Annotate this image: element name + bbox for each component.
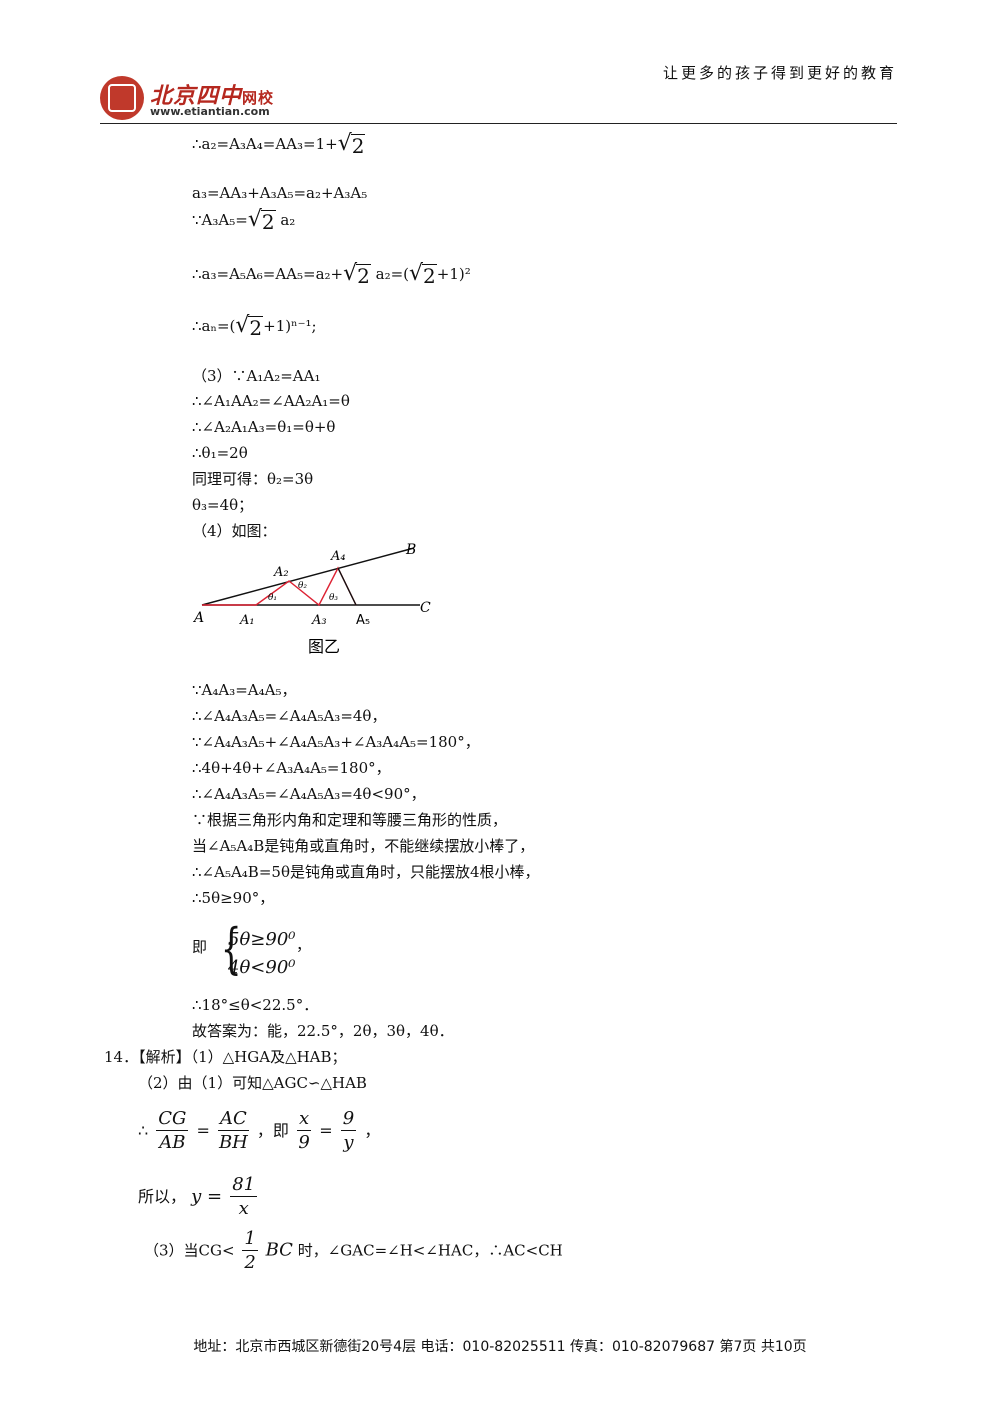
label-a5: A₅ xyxy=(356,613,370,628)
line-17: ∴∠A₄A₃A₅=∠A₄A₅A₃=4θ<90°， xyxy=(192,785,426,803)
line-13: ∵A₄A₃=A₄A₅， xyxy=(192,681,297,699)
page-footer: 地址：北京市西城区新德街20号4层 电话：010-82025511 传真：010… xyxy=(193,1339,807,1355)
logo-url: www.etiantian.com xyxy=(150,105,270,118)
label-a4: A₄ xyxy=(330,549,346,564)
logo-seal-icon xyxy=(100,76,144,120)
line-20: ∴∠A₅A₄B=5θ是钝角或直角时，只能摆放4根小棒， xyxy=(192,863,540,881)
label-b: B xyxy=(405,542,416,558)
label-a: A xyxy=(192,610,204,626)
line-15: ∵∠A₄A₃A₅+∠A₄A₅A₃+∠A₃A₄A₅=180°， xyxy=(192,733,480,751)
line-a2: ∴a₂=A₃A₄=AA₃=1+2 xyxy=(192,133,366,157)
line-theta3: θ₃=4θ； xyxy=(192,496,254,514)
label-a3: A₃ xyxy=(311,613,327,628)
line-part4: （4）如图： xyxy=(192,522,277,540)
geometry-figure: A A₁ A₂ A₃ A₄ A₅ B C θ₁ θ₂ θ₃ 图乙 xyxy=(192,542,431,656)
line-part3: （3）∵A₁A₂=AA₁ xyxy=(192,367,321,385)
label-a1: A₁ xyxy=(239,613,255,628)
line-24: 故答案为：能，22.5°，2θ，3θ，4θ． xyxy=(192,1022,454,1040)
label-theta3: θ₃ xyxy=(329,593,338,603)
line-angle-2: ∴∠A₂A₁A₃=θ₁=θ+θ xyxy=(192,418,336,436)
logo: 北京四中网校 www.etiantian.com xyxy=(100,76,300,122)
line-21: ∴5θ≥90°， xyxy=(192,889,275,907)
line-q14-2: （2）由（1）可知△AGC∽△HAB xyxy=(138,1074,367,1092)
line-a3: a₃=AA₃+A₃A₅=a₂+A₃A₅ xyxy=(192,184,368,202)
line-19: 当∠A₅A₄B是钝角或直角时，不能继续摆放小棒了， xyxy=(192,837,535,855)
line-an: ∴aₙ=(2+1)ⁿ⁻¹; xyxy=(192,315,317,339)
line-theta1: ∴θ₁=2θ xyxy=(192,444,248,462)
label-a2: A₂ xyxy=(273,565,289,580)
line-angle-1: ∴∠A₁AA₂=∠AA₂A₁=θ xyxy=(192,392,350,410)
label-theta1: θ₁ xyxy=(268,593,277,603)
logo-name: 北京四中网校 xyxy=(150,84,275,109)
line-a3-expand: ∴a₃=A₅A₆=AA₅=a₂+2 a₂=(2+1)² xyxy=(192,263,471,287)
line-q14: 14．【解析】（1）△HGA及△HAB； xyxy=(104,1048,347,1066)
figure-caption: 图乙 xyxy=(308,637,340,656)
line-16: ∴4θ+4θ+∠A₃A₄A₅=180°， xyxy=(192,759,391,777)
line-theta2: 同理可得：θ₂=3θ xyxy=(192,470,314,488)
slogan: 让更多的孩子得到更好的教育 xyxy=(662,64,897,82)
system-row-2: 4θ<90⁰ xyxy=(228,957,296,978)
line-14: ∴∠A₄A₃A₅=∠A₄A₅A₃=4θ， xyxy=(192,707,387,725)
label-theta2: θ₂ xyxy=(298,581,307,591)
line-a3a5: ∵A₃A₅=2 a₂ xyxy=(192,209,295,233)
label-c: C xyxy=(420,600,431,616)
header-divider xyxy=(100,123,897,124)
line-18: ∵根据三角形内角和定理和等腰三角形的性质， xyxy=(192,811,508,829)
system-row-1: 5θ≥90⁰ xyxy=(228,929,296,950)
line-23: ∴18°≤θ<22.5°． xyxy=(192,996,319,1014)
